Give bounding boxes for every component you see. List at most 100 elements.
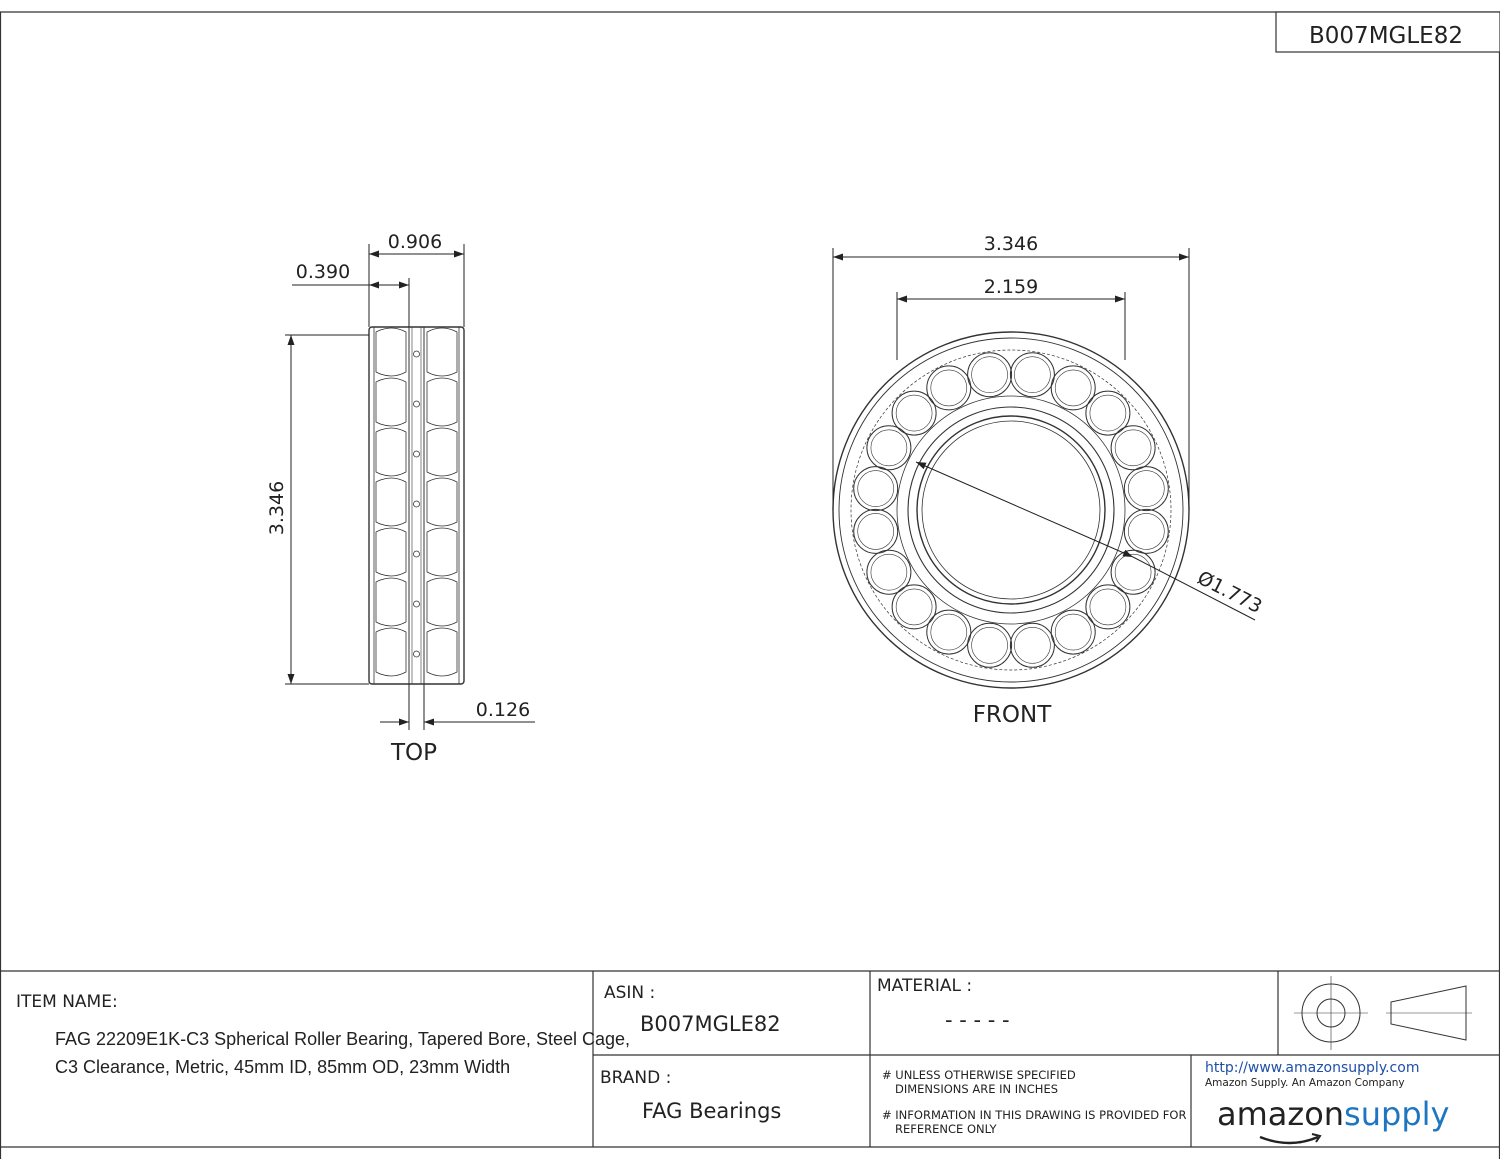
front-roller: [1123, 466, 1169, 512]
front-roller-inner: [1054, 613, 1092, 651]
top-roller: [426, 477, 458, 527]
brand-label: BRAND :: [600, 1068, 672, 1088]
note-units-line-1: # UNLESS OTHERWISE SPECIFIED: [882, 1068, 1076, 1082]
front-roller: [866, 425, 912, 471]
top-roller: [426, 377, 458, 427]
front-roller-inner: [1014, 626, 1051, 664]
amazonsupply-logo: amazonsupply: [1217, 1095, 1449, 1133]
top-roller: [375, 377, 407, 427]
asin-label: ASIN :: [604, 983, 656, 1003]
front-roller-inner: [857, 470, 895, 507]
top-roller: [375, 577, 407, 627]
logo-part-supply: supply: [1344, 1095, 1450, 1133]
front-roller-inner: [1089, 394, 1127, 432]
top-roller: [426, 627, 458, 677]
top-roller: [375, 427, 407, 477]
top-roller: [426, 427, 458, 477]
front-roller-inner: [1089, 588, 1127, 626]
front-roller: [1110, 549, 1156, 595]
top-roller: [375, 527, 407, 577]
part-number: B007MGLE82: [1309, 23, 1463, 49]
front-roller: [891, 584, 937, 630]
front-view: [832, 331, 1190, 689]
front-view-caption: FRONT: [973, 702, 1053, 728]
front-roller: [926, 365, 972, 411]
front-roller-inner: [930, 613, 968, 651]
front-roller-inner: [971, 356, 1008, 394]
top-cage-pin: [413, 650, 420, 658]
dim-top-width: 0.906: [388, 231, 442, 253]
bore: [916, 415, 1106, 605]
top-cage-pin: [413, 350, 420, 358]
top-cage-pin: [413, 550, 420, 558]
item-name-line-1: FAG 22209E1K-C3 Spherical Roller Bearing…: [55, 1029, 630, 1049]
front-roller-inner: [1014, 356, 1051, 394]
top-cage-pin: [413, 450, 420, 458]
front-roller-inner: [1114, 429, 1152, 467]
front-view-dimensions: [832, 248, 1256, 621]
front-roller: [891, 390, 937, 436]
front-roller: [967, 622, 1013, 668]
asin-value: B007MGLE82: [640, 1012, 781, 1036]
front-roller: [853, 508, 899, 554]
top-view-outline: [368, 326, 465, 685]
front-roller-inner: [857, 513, 895, 550]
logo-part-amazon: amazon: [1217, 1095, 1345, 1133]
brand-value: FAG Bearings: [642, 1099, 782, 1123]
front-roller-inner: [1114, 553, 1152, 591]
top-cage-pin: [413, 600, 420, 608]
front-roller: [1009, 352, 1055, 398]
front-roller-inner: [895, 394, 933, 432]
note-units-line-2: DIMENSIONS ARE IN INCHES: [895, 1082, 1059, 1096]
front-roller: [1123, 508, 1169, 554]
top-view-caption: TOP: [390, 740, 437, 766]
title-block-grid: [0, 970, 1500, 1148]
top-roller: [375, 477, 407, 527]
top-roller: [375, 327, 407, 377]
amazon-smile-icon: [1259, 1135, 1319, 1145]
sheet-border: [0, 11, 1500, 1159]
front-roller: [1110, 425, 1156, 471]
front-roller: [1050, 365, 1096, 411]
top-roller: [426, 327, 458, 377]
outer-ring: [832, 331, 1190, 689]
website-link[interactable]: http://www.amazonsupply.com: [1205, 1060, 1420, 1076]
front-view-rollers: [853, 352, 1169, 668]
inner-ring: [907, 406, 1115, 614]
item-name-line-2: C3 Clearance, Metric, 45mm ID, 85mm OD, …: [55, 1057, 511, 1077]
top-cage-pin: [413, 400, 420, 408]
top-view-dimensions: [285, 244, 535, 730]
dim-front-bore: Ø1.773: [1194, 567, 1266, 618]
front-roller-inner: [930, 369, 968, 407]
note-reference-line-1: # INFORMATION IN THIS DRAWING IS PROVIDE…: [882, 1108, 1187, 1122]
item-name-label: ITEM NAME:: [16, 992, 118, 1012]
front-roller: [866, 549, 912, 595]
material-value: - - - - -: [945, 1008, 1010, 1032]
dim-top-height: 3.346: [266, 481, 288, 535]
front-roller-inner: [870, 553, 908, 591]
note-reference-line-2: REFERENCE ONLY: [895, 1122, 997, 1136]
front-roller: [1009, 622, 1055, 668]
company-name: Amazon Supply. An Amazon Company: [1205, 1077, 1405, 1089]
front-roller: [1085, 584, 1131, 630]
dim-front-pitch: 2.159: [984, 276, 1038, 298]
top-roller: [375, 627, 407, 677]
top-cage-pin: [413, 500, 420, 508]
front-roller-inner: [895, 588, 933, 626]
top-view-rollers: [375, 327, 458, 677]
front-roller-inner: [870, 429, 908, 467]
dim-top-half-width: 0.390: [296, 261, 350, 283]
dim-top-groove: 0.126: [476, 699, 530, 721]
front-roller-inner: [1054, 369, 1092, 407]
top-roller: [426, 577, 458, 627]
part-number-box: B007MGLE82: [1275, 11, 1500, 53]
top-view: [368, 326, 465, 685]
front-roller-inner: [1128, 470, 1165, 507]
front-roller: [926, 609, 972, 655]
front-roller-inner: [971, 626, 1008, 664]
front-roller: [967, 352, 1013, 398]
projection-symbol-icon: [1294, 976, 1472, 1050]
front-roller: [1050, 609, 1096, 655]
front-roller-inner: [1128, 513, 1165, 550]
